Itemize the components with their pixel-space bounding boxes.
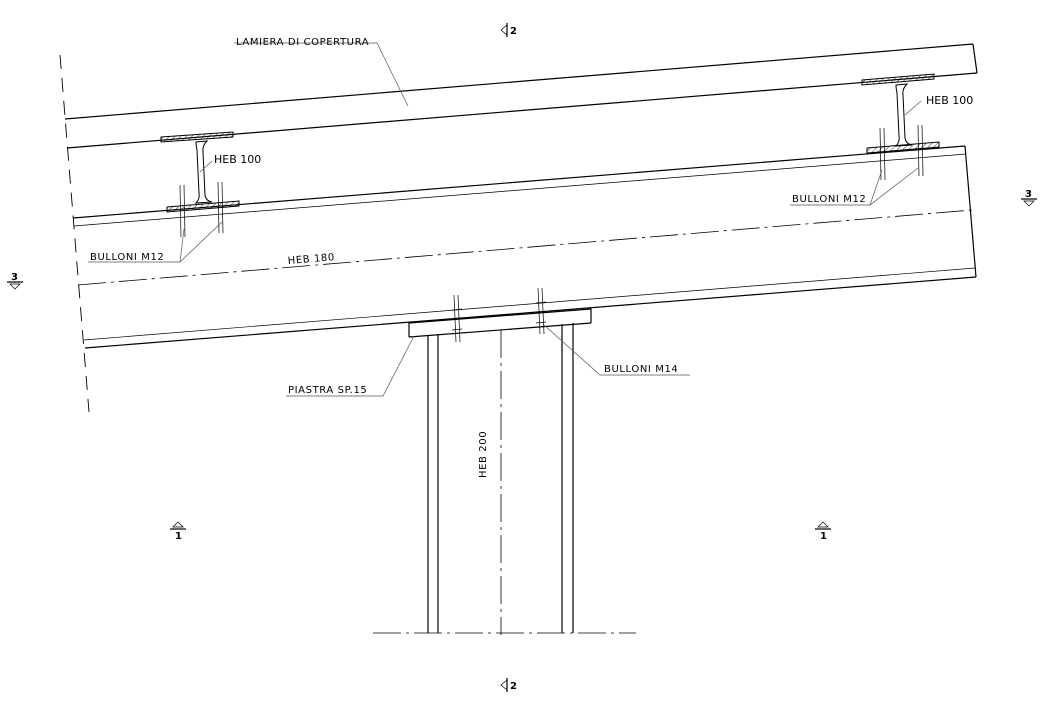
- svg-text:1: 1: [175, 531, 182, 542]
- label-bolts-plate: BULLONI M14: [604, 364, 678, 375]
- column: [373, 323, 636, 635]
- left-edge-dashed-line: [59, 54, 90, 413]
- plate-bolts: [451, 287, 547, 343]
- section-mark-left: 3: [7, 272, 23, 290]
- section-mark-right: 3: [1021, 189, 1037, 207]
- label-roof-sheet: LAMIERA DI COPERTURA: [236, 37, 369, 48]
- svg-text:3: 3: [1025, 189, 1032, 200]
- svg-text:1: 1: [820, 531, 827, 542]
- label-plate: PIASTRA SP.15: [288, 385, 367, 396]
- section-mark-lower-right: 1: [815, 521, 831, 542]
- section-mark-top: 2: [500, 23, 517, 37]
- roof-sheet: [64, 43, 978, 149]
- svg-text:2: 2: [510, 26, 517, 37]
- svg-text:3: 3: [11, 272, 18, 283]
- purlin-right: [861, 73, 940, 181]
- main-beam: [72, 145, 977, 349]
- purlin-left: [160, 131, 240, 238]
- svg-text:2: 2: [510, 681, 517, 692]
- label-column: HEB 200: [478, 431, 489, 478]
- section-mark-lower-left: 1: [170, 521, 186, 542]
- label-main-beam: HEB 180: [287, 252, 335, 267]
- leader-lines: [88, 42, 922, 397]
- label-bolts-right: BULLONI M12: [792, 194, 866, 205]
- label-purlin-right: HEB 100: [926, 94, 973, 107]
- base-plate: [408, 308, 592, 338]
- section-mark-bottom: 2: [500, 678, 517, 692]
- label-bolts-left: BULLONI M12: [90, 252, 164, 263]
- label-purlin-left: HEB 100: [214, 153, 261, 166]
